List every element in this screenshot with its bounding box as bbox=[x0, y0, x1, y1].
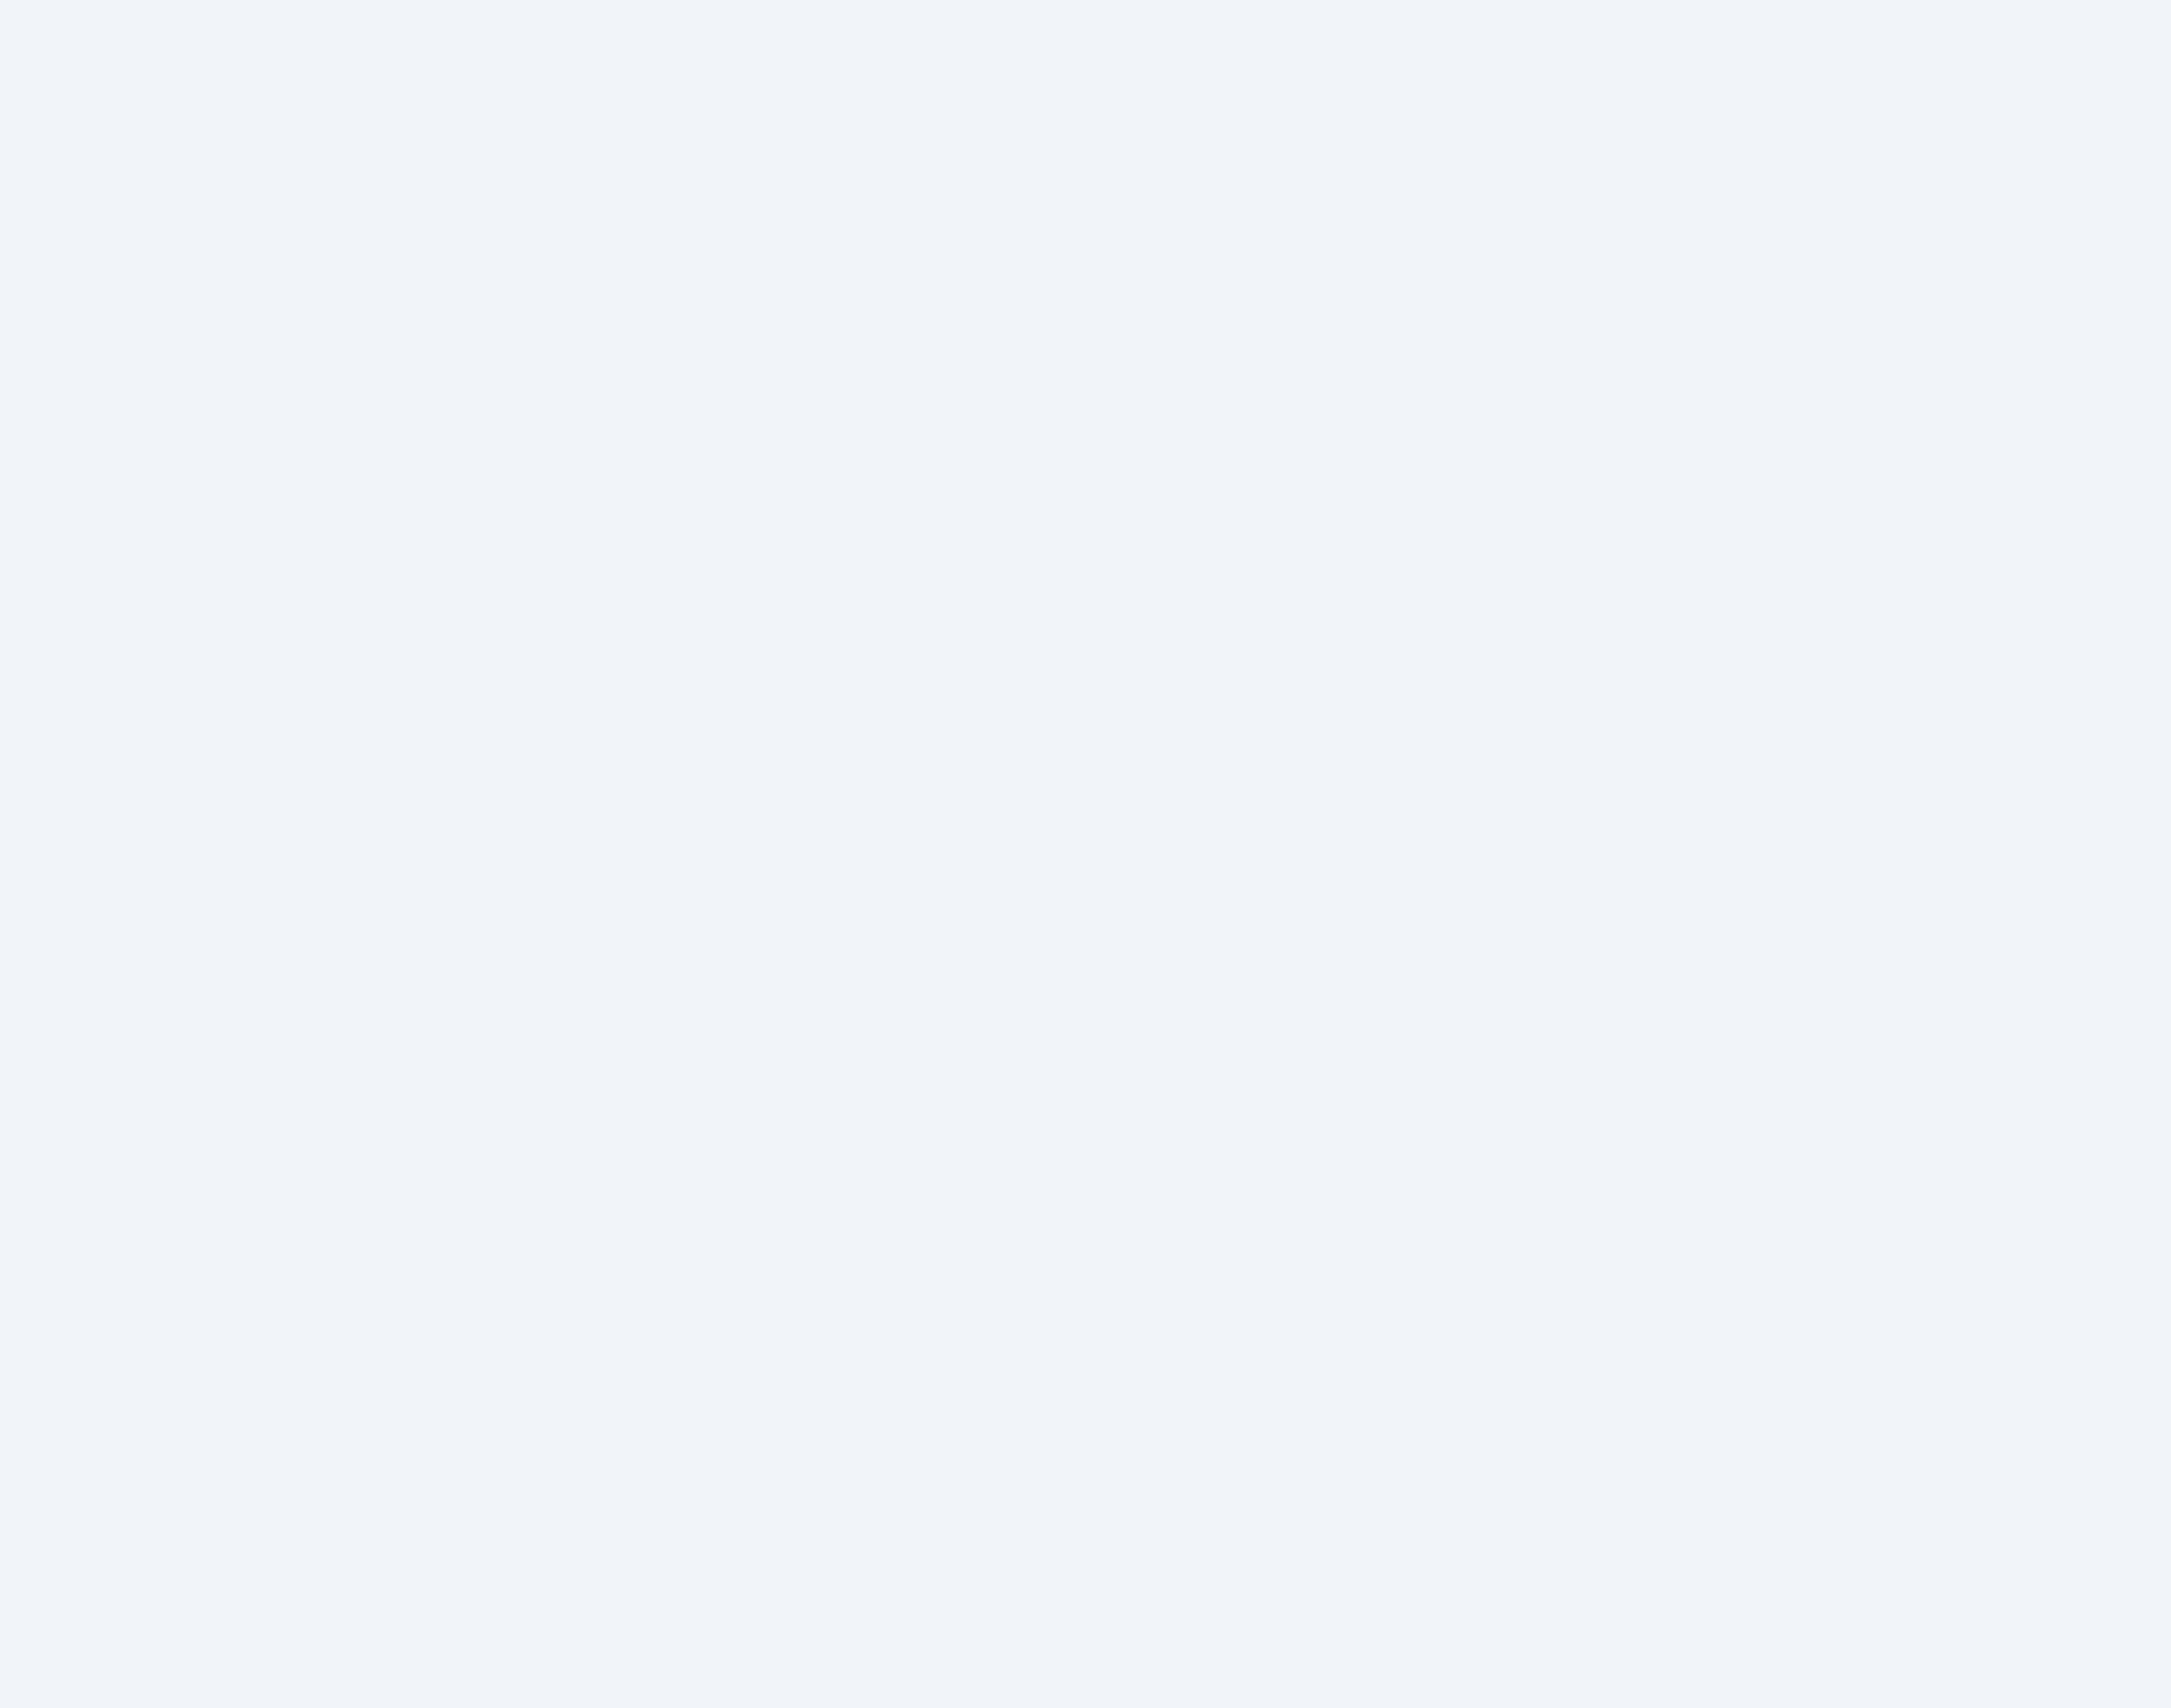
sequence-diagram bbox=[0, 0, 2171, 1708]
